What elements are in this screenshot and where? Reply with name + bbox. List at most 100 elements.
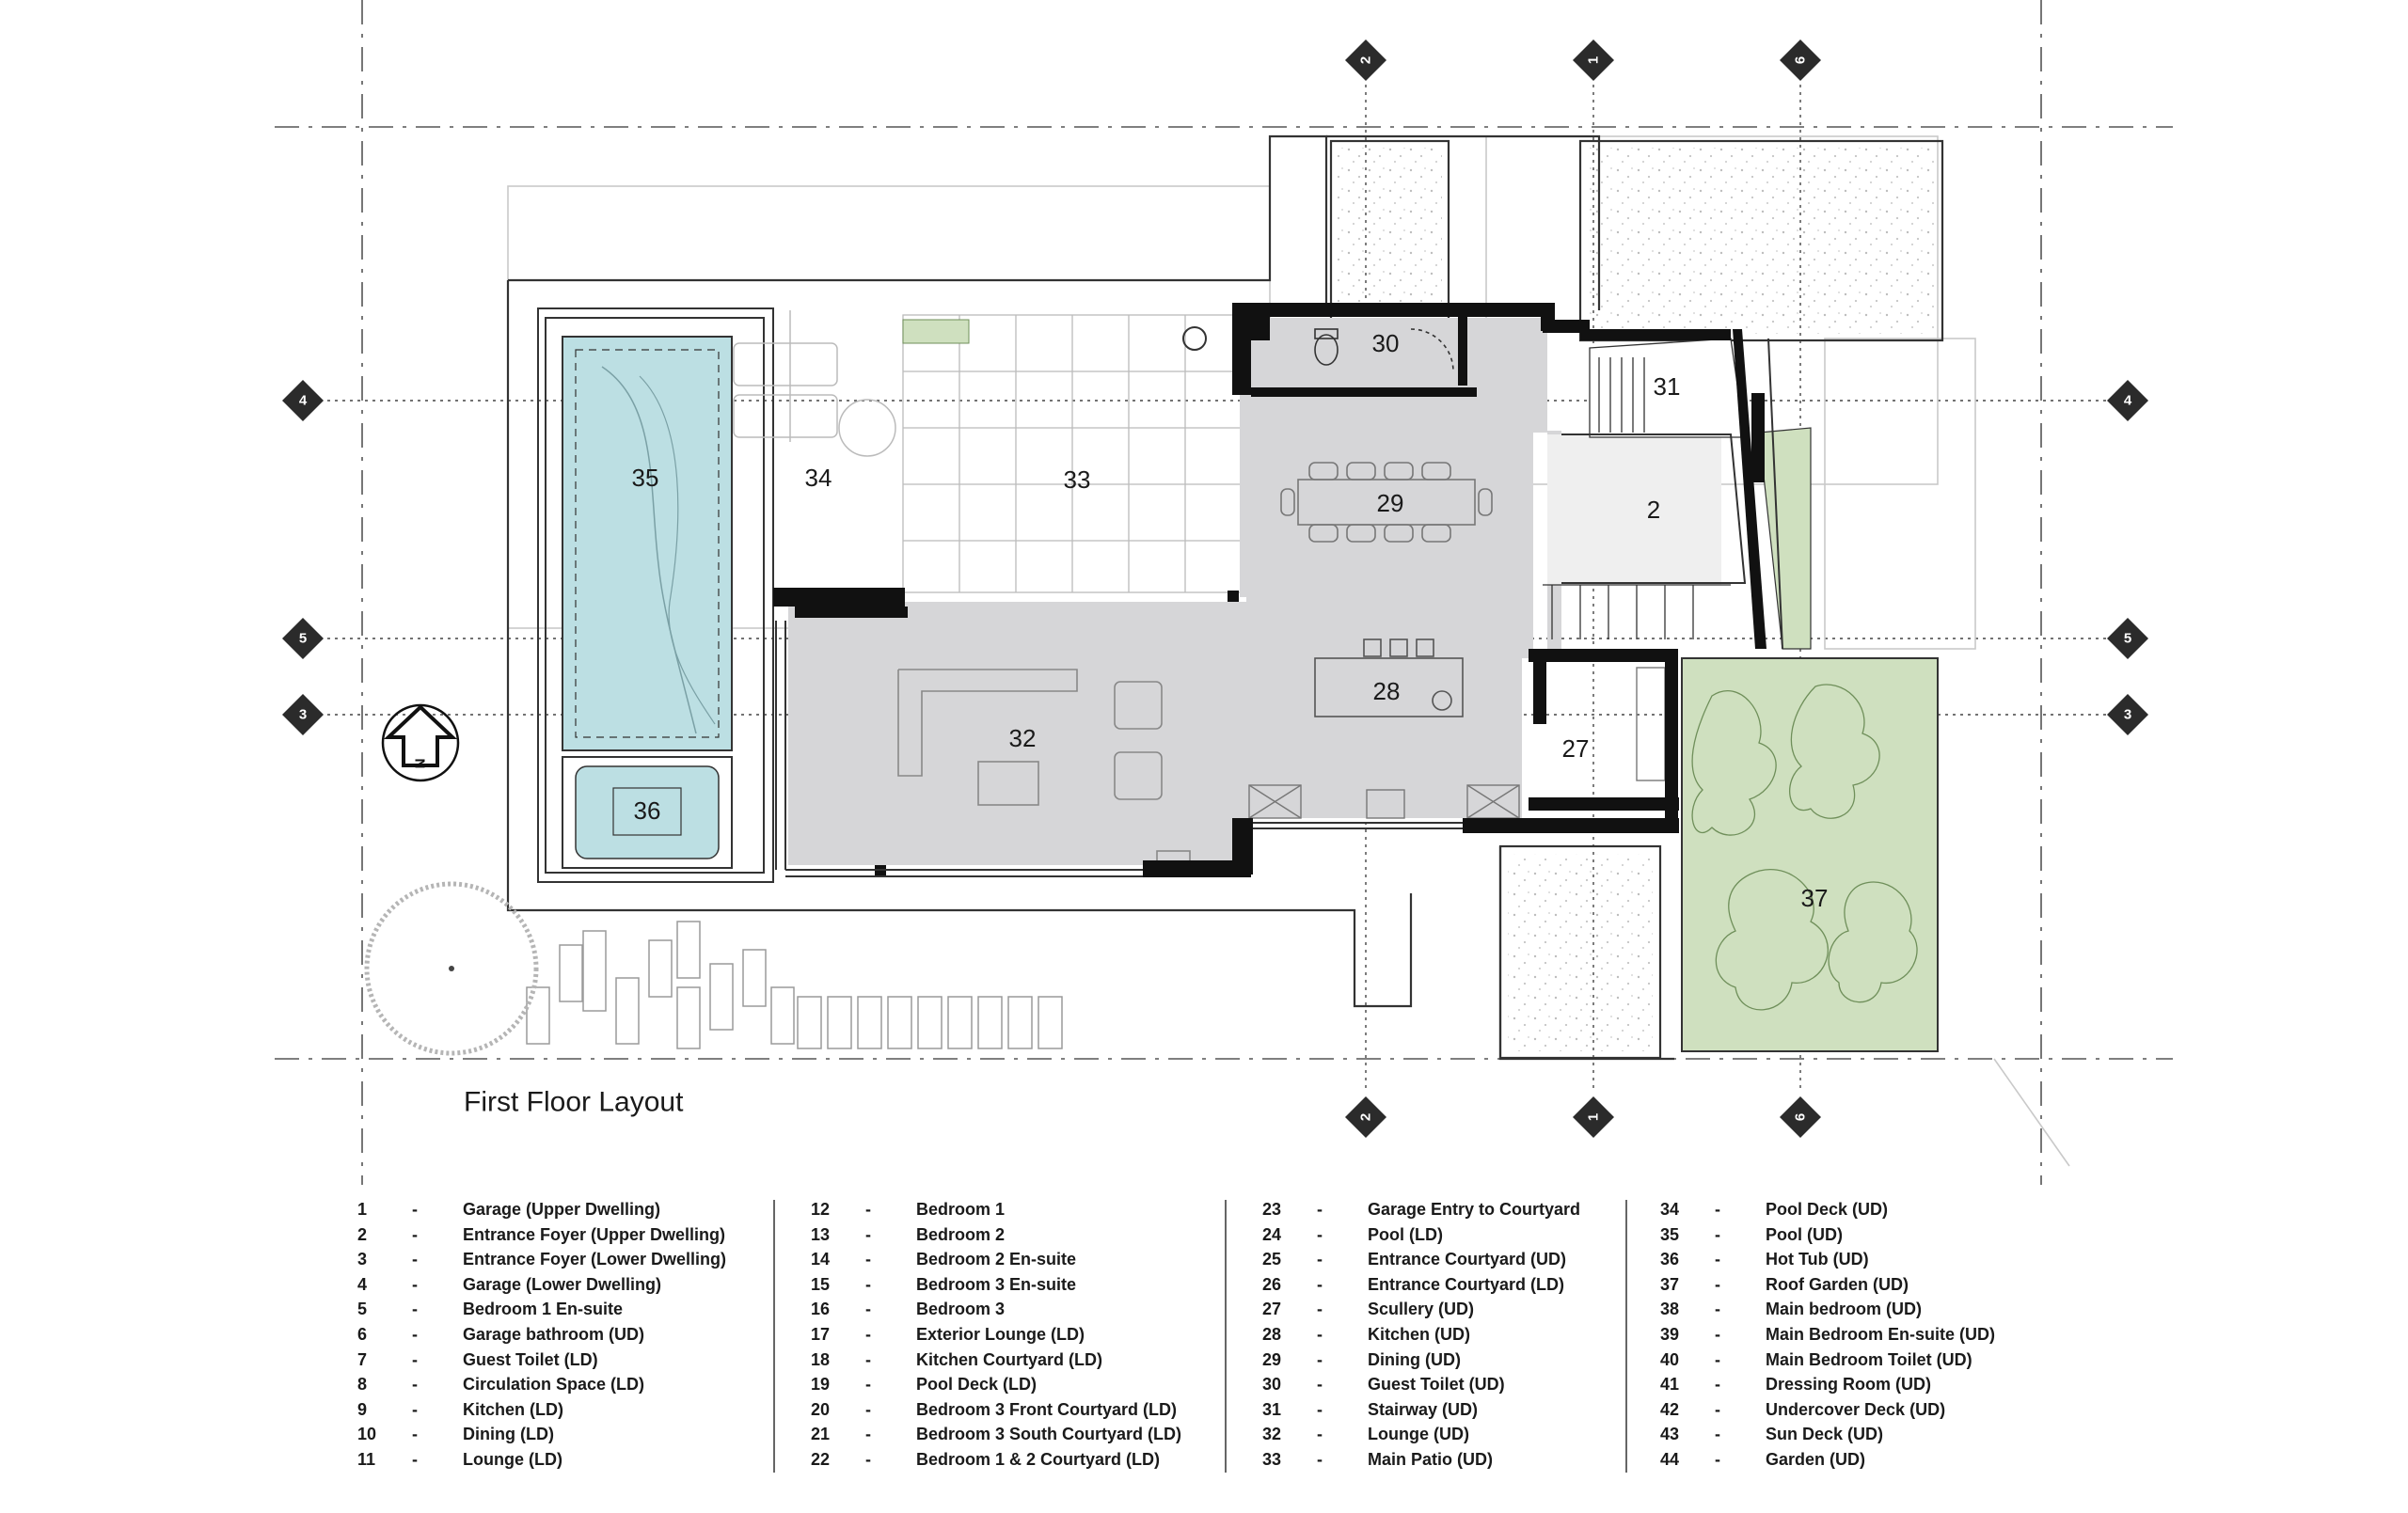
legend-item-number: 42 <box>1660 1399 1680 1419</box>
legend-item-dash: - <box>1317 1425 1323 1444</box>
grid-tag-bottom-6: 6 <box>1780 1096 1821 1138</box>
grid-tag-label: 2 <box>1358 56 1374 64</box>
legend-item-number: 30 <box>1262 1375 1282 1395</box>
legend-item-dash: - <box>1715 1375 1720 1395</box>
legend-item-dash: - <box>1317 1450 1323 1469</box>
legend-item-number: 32 <box>1262 1425 1282 1444</box>
legend-item-number: 29 <box>1262 1349 1282 1369</box>
legend-item-name: Circulation Space (LD) <box>463 1375 645 1395</box>
legend-item-dash: - <box>1715 1224 1720 1244</box>
legend-item-number: 31 <box>1262 1399 1282 1419</box>
legend-item-name: Dining (UD) <box>1368 1349 1461 1369</box>
legend-item-name: Lounge (UD) <box>1368 1425 1469 1444</box>
legend-item-dash: - <box>412 1224 418 1244</box>
legend-item-name: Garden (UD) <box>1766 1450 1866 1469</box>
legend-item-name: Garage bathroom (UD) <box>463 1325 645 1344</box>
legend-item-name: Main bedroom (UD) <box>1766 1300 1922 1319</box>
grid-tag-top-6: 6 <box>1780 39 1821 81</box>
legend-item-name: Bedroom 1 En-suite <box>463 1300 624 1319</box>
legend-item-name: Kitchen Courtyard (LD) <box>916 1349 1102 1369</box>
legend-item-dash: - <box>1715 1399 1720 1419</box>
legend-item-dash: - <box>1317 1300 1323 1319</box>
legend-item-name: Garage (Lower Dwelling) <box>463 1274 662 1294</box>
dining-table-29 <box>1280 462 1493 543</box>
legend-item-dash: - <box>865 1200 871 1219</box>
grid-tag-label: 3 <box>2124 707 2131 723</box>
grid-tag-label: 6 <box>1793 56 1809 64</box>
pool-35 <box>562 336 733 751</box>
legend-item-dash: - <box>412 1200 418 1219</box>
legend-item-dash: - <box>865 1349 871 1369</box>
grid-tag-label: 1 <box>1586 56 1602 64</box>
legend-item-number: 21 <box>811 1425 831 1444</box>
legend-item-number: 2 <box>357 1224 368 1244</box>
walls <box>773 303 1766 877</box>
room-label-28: 28 <box>1373 677 1401 705</box>
legend-item-dash: - <box>1317 1224 1323 1244</box>
legend-item-dash: - <box>1715 1349 1720 1369</box>
legend-item-name: Stairway (UD) <box>1368 1399 1479 1419</box>
legend-item-dash: - <box>865 1325 871 1344</box>
north-arrow: N <box>381 703 460 782</box>
paving-blocks <box>526 921 1063 1049</box>
glazing <box>775 338 1783 877</box>
legend-item-number: 20 <box>811 1399 831 1419</box>
legend-item-dash: - <box>1715 1274 1720 1294</box>
legend-column: 34-Pool Deck (UD)35-Pool (UD)36-Hot Tub … <box>1660 1200 2055 1473</box>
room-label-2: 2 <box>1647 496 1660 524</box>
legend-item-name: Dining (LD) <box>463 1425 554 1444</box>
legend-item-name: Entrance Foyer (Upper Dwelling) <box>463 1224 726 1244</box>
legend-item-name: Bedroom 3 En-suite <box>916 1274 1077 1294</box>
legend-item-name: Main Patio (UD) <box>1368 1450 1493 1469</box>
legend-item-name: Bedroom 2 En-suite <box>916 1250 1077 1269</box>
interior-fill <box>788 318 1721 865</box>
grid-tag-top-2: 2 <box>1345 39 1386 81</box>
legend-item-name: Pool (UD) <box>1766 1224 1843 1244</box>
legend-item-dash: - <box>865 1425 871 1444</box>
legend-item-name: Hot Tub (UD) <box>1766 1250 1869 1269</box>
grid-tag-label: 4 <box>299 393 308 409</box>
legend-item-dash: - <box>1317 1325 1323 1344</box>
grid-tag-label: 3 <box>299 707 307 723</box>
guest-toilet-30-fixtures <box>1314 328 1454 372</box>
legend-item-dash: - <box>412 1425 418 1444</box>
legend-item-number: 34 <box>1660 1200 1680 1219</box>
legend-item-name: Entrance Courtyard (UD) <box>1368 1250 1567 1269</box>
grid-tag-top-1: 1 <box>1573 39 1614 81</box>
legend-item-number: 1 <box>357 1200 368 1219</box>
legend-column: 1-Garage (Upper Dwelling)2-Entrance Foye… <box>357 1200 752 1473</box>
legend-item-name: Kitchen (LD) <box>463 1399 563 1419</box>
legend-item-number: 39 <box>1660 1325 1680 1344</box>
legend-item-number: 17 <box>811 1325 831 1344</box>
legend-item-name: Bedroom 1 <box>916 1200 1006 1219</box>
legend-item-name: Garage Entry to Courtyard <box>1368 1200 1581 1219</box>
legend-item-dash: - <box>865 1224 871 1244</box>
legend-item-dash: - <box>865 1450 871 1469</box>
legend-item-dash: - <box>1317 1399 1323 1419</box>
legend-item-dash: - <box>1715 1425 1720 1444</box>
room-label-36: 36 <box>634 796 661 825</box>
legend-item-number: 9 <box>357 1399 368 1419</box>
legend-item-name: Main Bedroom En-suite (UD) <box>1766 1325 1996 1344</box>
legend-item-number: 28 <box>1262 1325 1282 1344</box>
grid-tag-left-4: 4 <box>282 380 324 421</box>
legend-item-dash: - <box>412 1349 418 1369</box>
pool-deck-loungers <box>733 310 896 457</box>
legend-item-number: 37 <box>1660 1274 1680 1294</box>
grid-tag-bottom-1: 1 <box>1573 1096 1614 1138</box>
legend-item-dash: - <box>1715 1250 1720 1269</box>
legend-item-number: 41 <box>1660 1375 1680 1395</box>
legend-item-name: Dressing Room (UD) <box>1766 1375 1932 1395</box>
legend-item-name: Guest Toilet (LD) <box>463 1349 598 1369</box>
kitchen-island-28 <box>1314 638 1464 717</box>
room-label-37: 37 <box>1801 884 1829 912</box>
legend-item-name: Bedroom 1 & 2 Courtyard (LD) <box>916 1450 1161 1469</box>
legend-item-number: 40 <box>1660 1349 1680 1369</box>
legend-item-dash: - <box>1715 1300 1720 1319</box>
legend-item-name: Lounge (LD) <box>463 1450 562 1469</box>
legend-item-number: 44 <box>1660 1450 1680 1469</box>
legend-item-name: Scullery (UD) <box>1368 1300 1475 1319</box>
room-legend: 1-Garage (Upper Dwelling)2-Entrance Foye… <box>357 1200 2041 1473</box>
legend-item-name: Bedroom 3 South Courtyard (LD) <box>916 1425 1181 1444</box>
